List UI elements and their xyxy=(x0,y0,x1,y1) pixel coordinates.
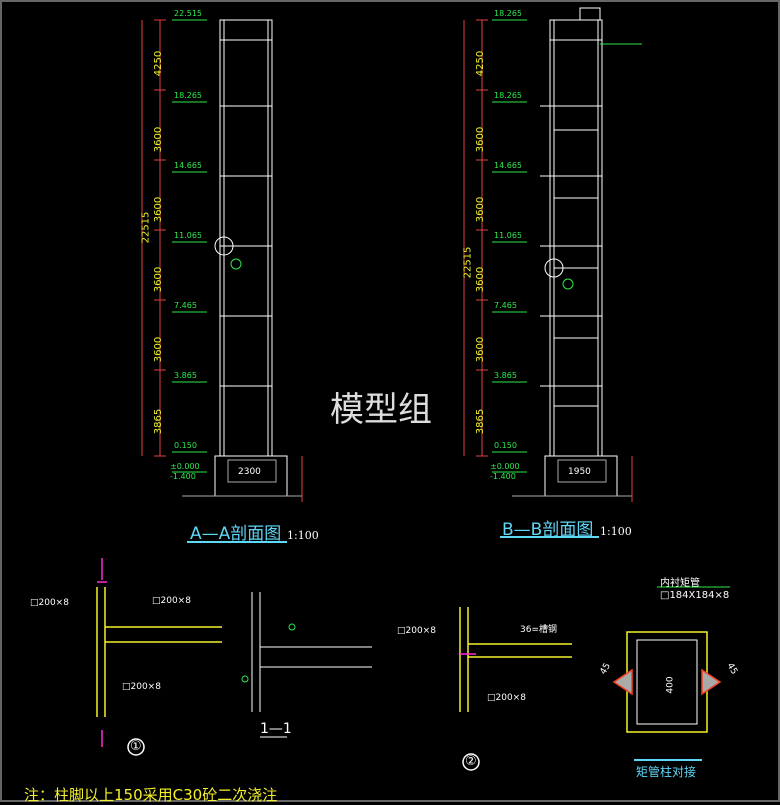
span-aa-1: 3600 xyxy=(153,126,165,153)
level-bb-7: ±0.000 xyxy=(490,462,520,471)
level-aa-2: 14.665 xyxy=(174,161,202,170)
section-bb-levels xyxy=(492,19,642,473)
detail1-col-label: □200×8 xyxy=(30,598,69,608)
span-bb-1: 3600 xyxy=(475,126,487,153)
section-aa-levels xyxy=(172,19,242,473)
section-aa-total-height: 22515 xyxy=(140,211,152,244)
section-aa-width: 2300 xyxy=(238,467,261,477)
level-aa-3: 11.065 xyxy=(174,231,202,240)
span-aa-5: 3865 xyxy=(153,408,165,435)
span-bb-4: 3600 xyxy=(475,336,487,363)
level-bb-5: 3.865 xyxy=(494,371,517,380)
level-bb-8: -1.400 xyxy=(490,472,516,481)
detail2-rib-label: 36=槽钢 xyxy=(520,625,557,635)
span-aa-3: 3600 xyxy=(153,266,165,293)
construction-note: 注：柱脚以上150采用C30砼二次浇注 xyxy=(24,786,278,804)
span-bb-2: 3600 xyxy=(475,196,487,223)
detail2-marker: ② xyxy=(465,754,477,769)
span-aa-0: 4250 xyxy=(153,50,165,77)
section-1-1-label: 1—1 xyxy=(260,721,292,737)
section-aa-scale: 1:100 xyxy=(287,529,319,542)
span-bb-0: 4250 xyxy=(475,50,487,77)
level-bb-3: 11.065 xyxy=(494,231,522,240)
detail1-beam-label: □200×8 xyxy=(152,596,191,606)
level-aa-7: ±0.000 xyxy=(170,462,200,471)
level-aa-1: 18.265 xyxy=(174,91,202,100)
detail1-marker: ① xyxy=(130,739,142,754)
section-bb-total-height: 22515 xyxy=(462,246,474,279)
joint-dim: 400 xyxy=(665,676,676,694)
detail-1 xyxy=(96,558,222,756)
level-aa-8: -1.400 xyxy=(170,472,196,481)
level-bb-1: 18.265 xyxy=(494,91,522,100)
level-aa-top: 22.515 xyxy=(174,9,202,18)
joint-liner-size: □184X184×8 xyxy=(660,590,730,601)
section-bb-title: B—B剖面图 xyxy=(502,520,594,540)
level-bb-4: 7.465 xyxy=(494,301,517,310)
section-aa-title: A—A剖面图 xyxy=(190,524,282,544)
detail-2 xyxy=(459,607,572,771)
joint-title: 矩管柱对接 xyxy=(636,765,697,779)
section-aa-dims xyxy=(141,19,303,502)
section-aa xyxy=(182,19,302,497)
section-bb-width: 1950 xyxy=(568,467,591,477)
span-bb-3: 3600 xyxy=(475,266,487,293)
span-aa-4: 3600 xyxy=(153,336,165,363)
level-bb-2: 14.665 xyxy=(494,161,522,170)
level-bb-top: 18.265 xyxy=(494,9,522,18)
watermark: 模型组 xyxy=(330,390,432,430)
span-aa-2: 3600 xyxy=(153,196,165,223)
joint-detail xyxy=(612,586,730,761)
detail1-col2-label: □200×8 xyxy=(122,682,161,692)
level-aa-4: 7.465 xyxy=(174,301,197,310)
section-bb xyxy=(512,7,632,497)
span-bb-5: 3865 xyxy=(475,408,487,435)
detail2-col-label: □200×8 xyxy=(397,626,436,636)
level-aa-5: 3.865 xyxy=(174,371,197,380)
joint-liner-label: 内衬矩管 xyxy=(660,578,700,589)
level-bb-6: 0.150 xyxy=(494,441,517,450)
section-bb-scale: 1:100 xyxy=(600,525,632,538)
section-1-1 xyxy=(241,592,372,738)
level-aa-6: 0.150 xyxy=(174,441,197,450)
section-bb-dims xyxy=(463,19,633,502)
detail2-beam-label: □200×8 xyxy=(487,693,526,703)
